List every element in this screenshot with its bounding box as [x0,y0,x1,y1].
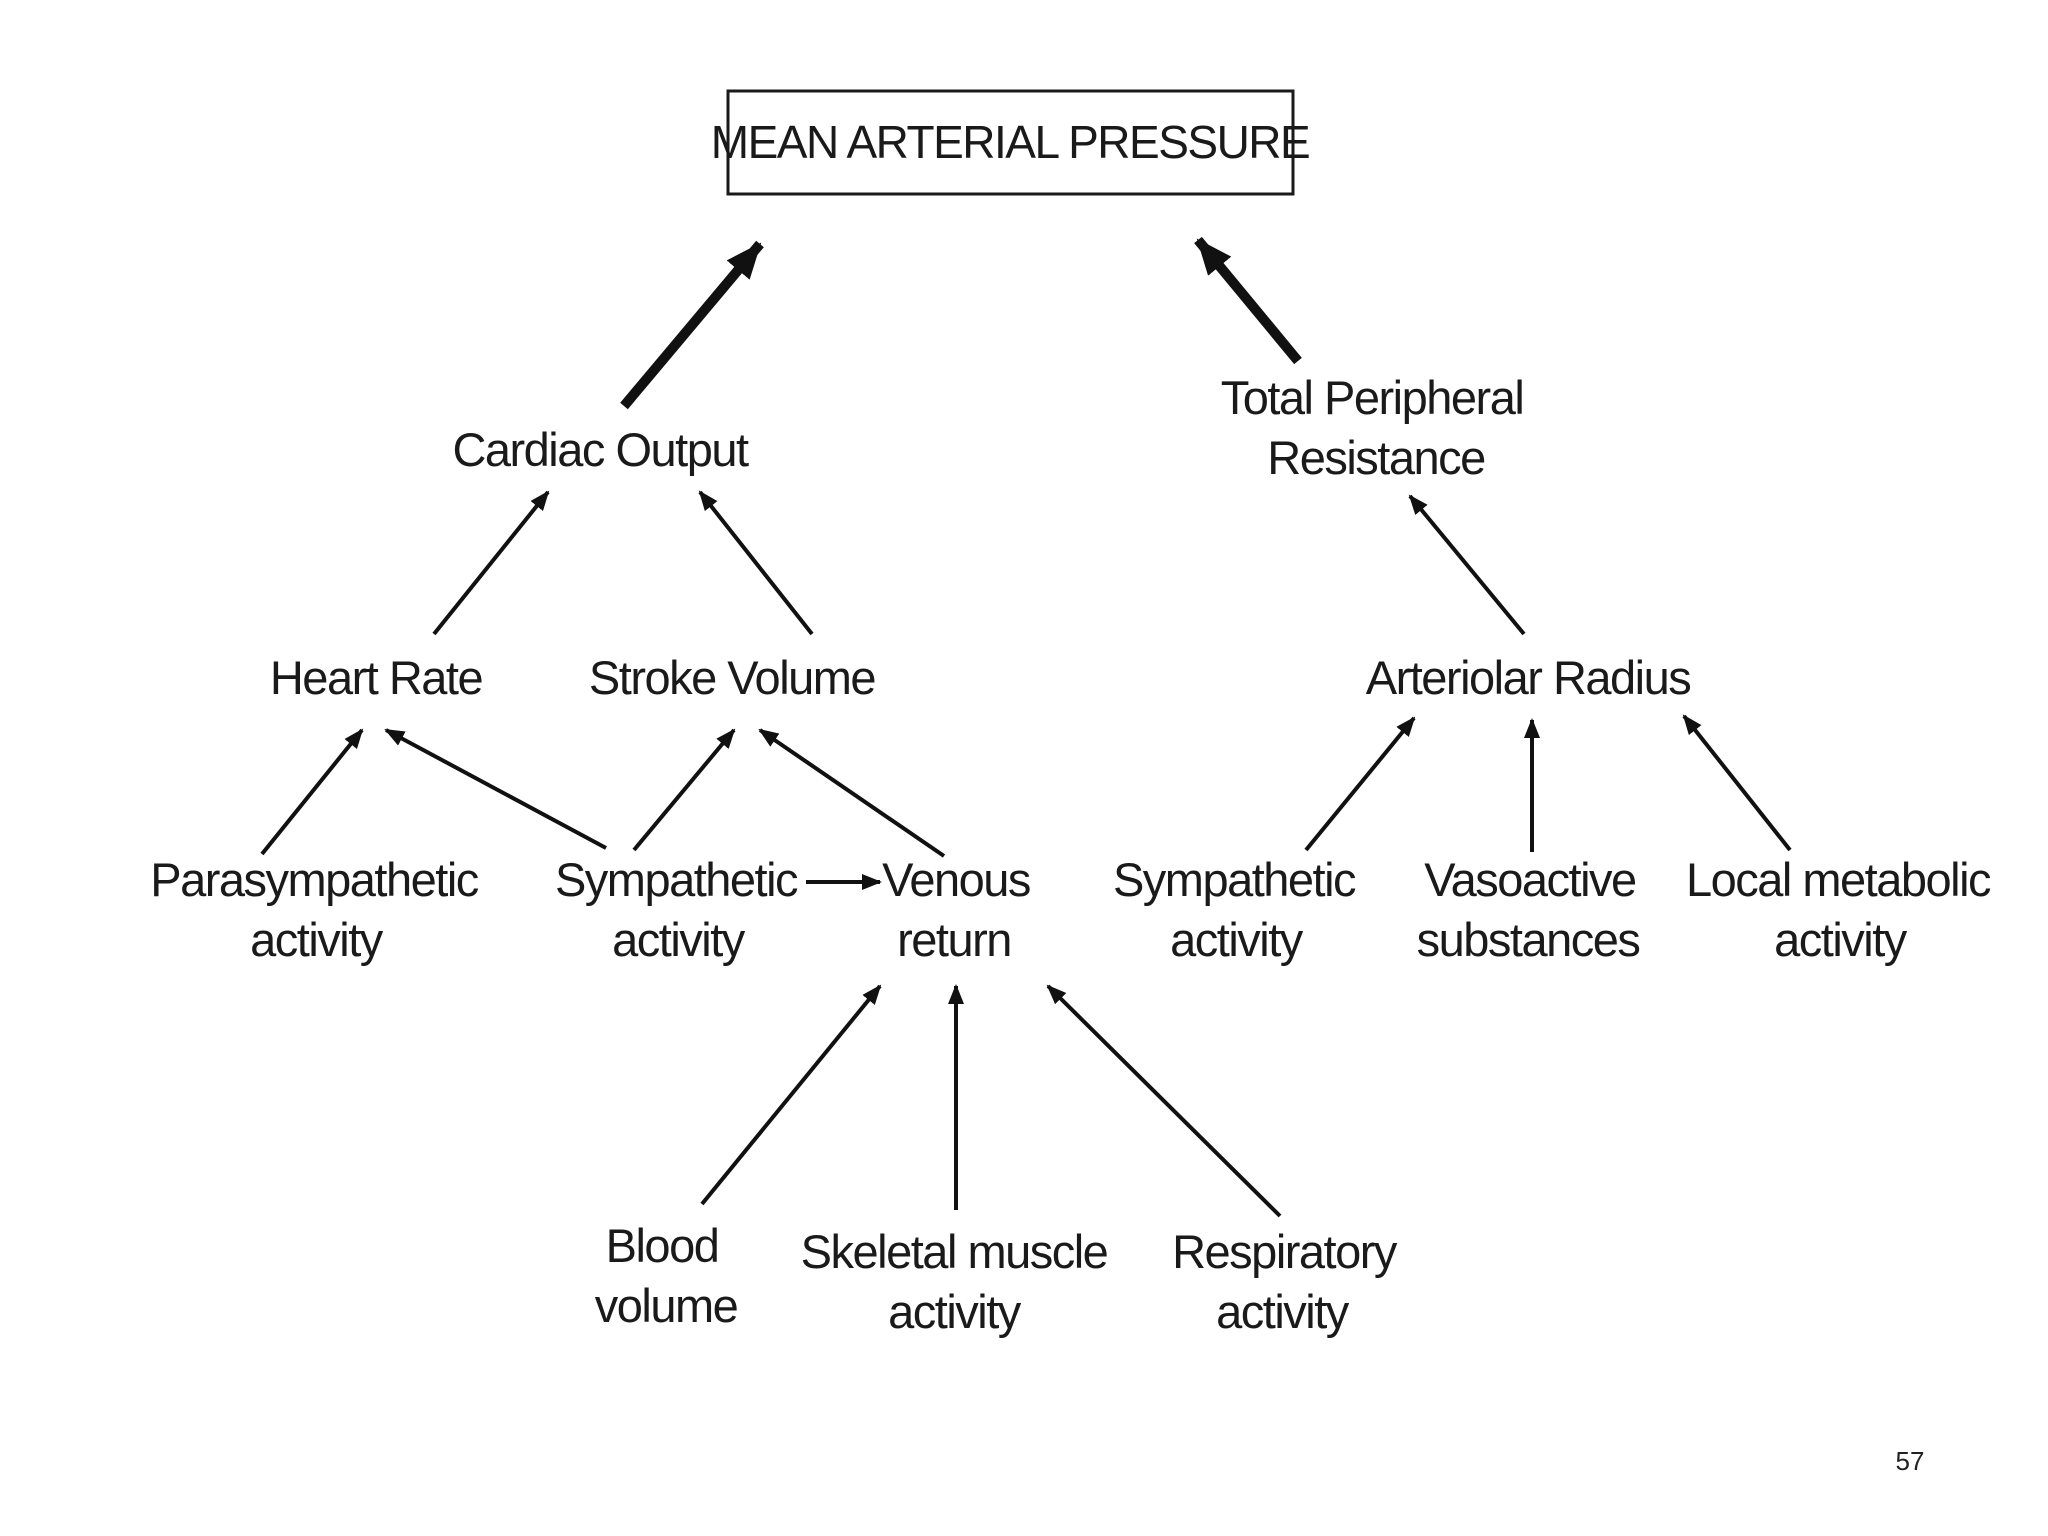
arrow-blood-volume-to-venous-return [700,984,882,1206]
node-venous-return: Venous return [882,853,1031,966]
node-respiratory-activity: Respiratory activity [1172,1225,1399,1338]
node-line: Blood [606,1219,719,1272]
node-line: Local metabolic [1686,853,1991,906]
node-blood-volume: Blood volume [595,1219,739,1332]
arrow-arteriolar-radius-to-tpr [1408,494,1526,636]
node-parasympathetic-activity: Parasympathetic activity [150,853,480,966]
page-number: 57 [1895,1446,1925,1476]
node-line: activity [250,913,384,966]
node-skeletal-muscle-activity: Skeletal muscle activity [801,1225,1109,1338]
node-line: Resistance [1267,431,1485,484]
arrow-cardiac-output-to-map [620,240,764,410]
node-line: Parasympathetic [150,853,479,906]
node-line: Sympathetic [555,853,798,906]
node-heart-rate: Heart Rate [270,651,483,704]
arrow-sympathetic-right-to-arteriolar-radius [1304,716,1416,852]
arrow-stroke-volume-to-cardiac-output [698,490,814,636]
node-line: substances [1417,913,1640,966]
node-line: return [897,913,1011,966]
node-cardiac-output: Cardiac Output [452,423,749,476]
node-line: Total Peripheral [1221,371,1524,424]
node-line: Vasoactive [1424,853,1636,906]
arrow-venous-return-to-stroke-volume [758,728,946,858]
node-line: activity [1216,1285,1350,1338]
node-local-metabolic-activity: Local metabolic activity [1686,853,1993,966]
node-line: Respiratory [1172,1225,1398,1278]
arrow-respiratory-to-venous-return [1046,984,1282,1218]
node-sympathetic-activity-left: Sympathetic activity [555,853,800,966]
arrow-heart-rate-to-cardiac-output [432,490,550,636]
node-line: Venous [882,853,1030,906]
node-stroke-volume: Stroke Volume [589,651,876,704]
diagram-title: MEAN ARTERIAL PRESSURE [711,116,1309,168]
node-arteriolar-radius: Arteriolar Radius [1366,651,1691,704]
title-box [726,89,1295,196]
arrow-sympathetic-to-heart-rate [384,728,607,850]
node-line: Sympathetic [1113,853,1356,906]
node-vasoactive-substances: Vasoactive substances [1417,853,1641,966]
arrow-local-metabolic-to-arteriolar-radius [1682,714,1792,852]
node-line: Skeletal muscle [801,1225,1108,1278]
node-total-peripheral-resistance: Total Peripheral Resistance [1221,371,1525,484]
arrow-sympathetic-to-stroke-volume [632,728,736,852]
arrow-parasympathetic-to-heart-rate [260,728,364,856]
node-line: activity [612,913,746,966]
node-line: activity [1774,913,1908,966]
node-line: volume [595,1279,738,1332]
node-line: activity [1170,913,1304,966]
arrow-tpr-to-map [1194,236,1302,365]
node-sympathetic-activity-right: Sympathetic activity [1113,853,1358,966]
node-line: activity [888,1285,1022,1338]
